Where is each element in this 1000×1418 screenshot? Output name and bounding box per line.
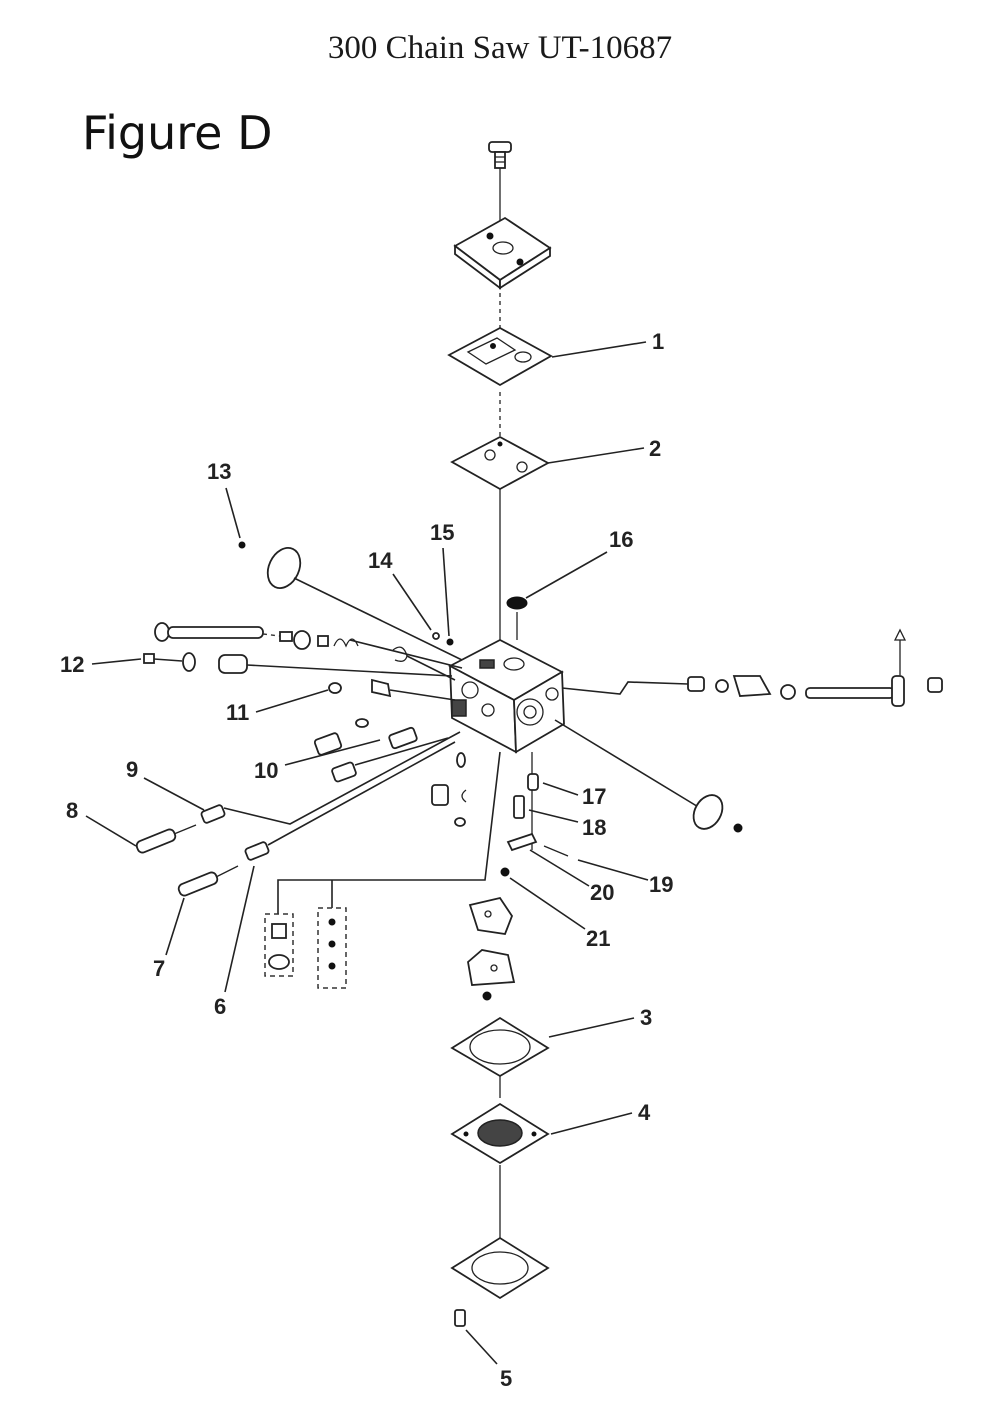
idle-screw-assembly (143, 646, 456, 701)
callout-1: 1 (652, 329, 664, 354)
pump-cover (453, 216, 552, 290)
callout-6: 6 (214, 994, 226, 1019)
callout-3: 3 (640, 1005, 652, 1030)
document-title: 300 Chain Saw UT-10687 (327, 30, 673, 66)
figure-label: Figure D (82, 106, 273, 160)
callout-15: 15 (430, 520, 454, 545)
callout-14: 14 (368, 548, 393, 573)
pump-gasket (447, 326, 553, 387)
callout-19: 19 (649, 872, 673, 897)
cover-screw (454, 1309, 466, 1327)
throttle-plate (238, 541, 463, 661)
callout-17: 17 (582, 784, 606, 809)
callout-leaders (85, 341, 649, 1365)
mixture-needles (135, 731, 461, 897)
metering-cover (450, 1236, 550, 1300)
pump-diaphragm (450, 435, 550, 491)
metering-gasket (450, 1016, 550, 1078)
inlet-needle-group (500, 752, 569, 877)
fitting-group (264, 751, 501, 989)
throttle-shaft-assembly (154, 622, 463, 669)
callout-4: 4 (638, 1100, 651, 1125)
choke-plate (554, 719, 743, 833)
carburetor-body (448, 638, 565, 754)
metering-cover-plates (467, 896, 516, 1001)
callout-20: 20 (590, 880, 614, 905)
metering-diaphragm (450, 1102, 550, 1165)
callout-9: 9 (126, 757, 138, 782)
needle-housings (313, 718, 449, 783)
callout-2: 2 (649, 436, 661, 461)
callout-18: 18 (582, 815, 606, 840)
callout-12: 12 (60, 652, 84, 677)
choke-shaft-assembly (561, 628, 943, 707)
top-cover-screw (488, 141, 512, 169)
callout-10: 10 (254, 758, 278, 783)
callout-16: 16 (609, 527, 633, 552)
callout-7: 7 (153, 956, 165, 981)
throttle-pins (432, 632, 454, 646)
callout-11: 11 (226, 700, 249, 725)
callout-8: 8 (66, 798, 78, 823)
callout-13: 13 (207, 459, 231, 484)
welch-plug (506, 596, 528, 640)
callout-21: 21 (586, 926, 610, 951)
callout-5: 5 (500, 1366, 512, 1391)
